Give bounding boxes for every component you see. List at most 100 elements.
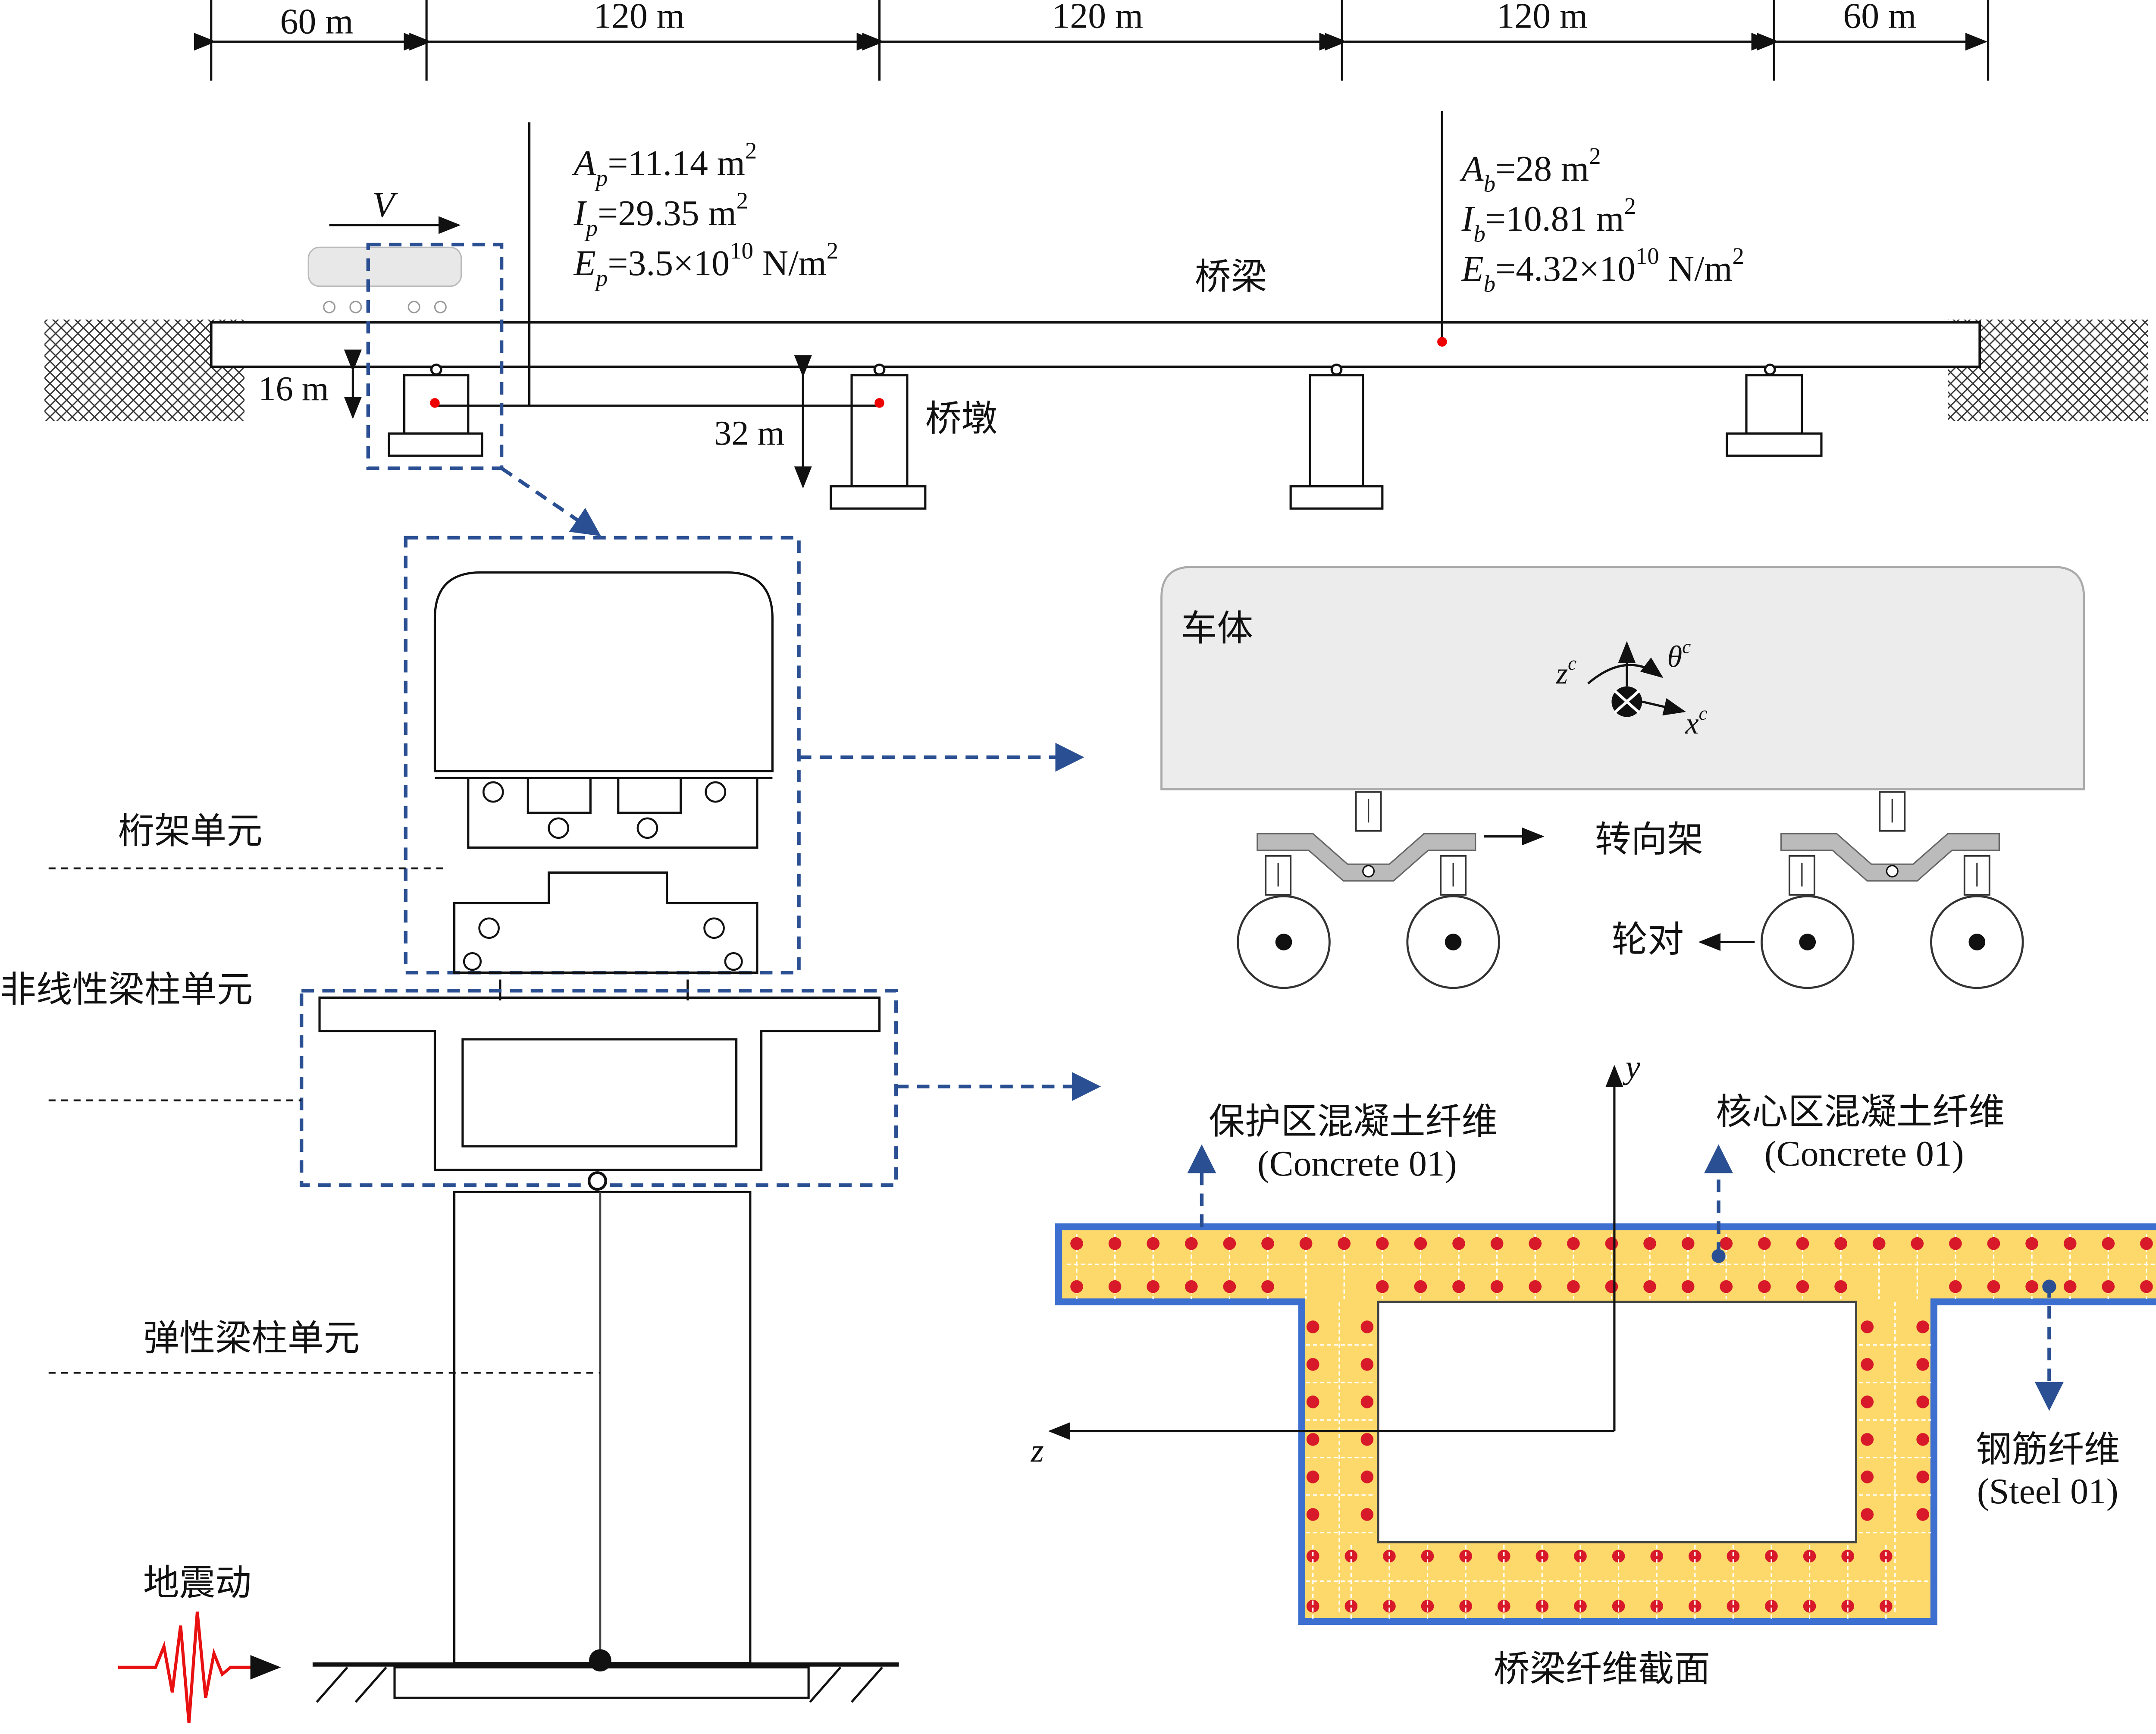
velocity-label: V	[372, 185, 398, 225]
span-label: 120 m	[593, 0, 685, 36]
property-formula: Ep=3.5×1010 N/m2	[573, 237, 839, 291]
rebar-fiber	[1536, 1599, 1549, 1613]
rebar-fiber	[1070, 1237, 1083, 1250]
rebar-fiber	[1306, 1433, 1319, 1446]
bogies	[1237, 791, 2024, 989]
rebar-fiber	[1306, 1599, 1319, 1613]
deck-cell	[461, 1038, 738, 1148]
rebar-fiber	[1861, 1395, 1874, 1408]
rebar-fiber	[1360, 1471, 1374, 1483]
elastic-element-label: 弹性梁柱单元	[143, 1317, 360, 1359]
rebar-fiber	[1261, 1280, 1274, 1293]
rebar-fiber	[1605, 1237, 1618, 1250]
rebar-fiber	[1916, 1395, 1929, 1408]
rebar-fiber	[1452, 1237, 1465, 1250]
rebar-fiber	[1376, 1280, 1389, 1293]
rebar-fiber	[1803, 1599, 1816, 1613]
span-dimensions: 60 m 120 m 120 m 120 m 60 m	[194, 0, 1990, 81]
rebar-fiber	[1452, 1280, 1465, 1293]
rebar-fiber	[1567, 1280, 1580, 1293]
seismic-label: 地震动	[143, 1562, 251, 1604]
property-formula: Ib=10.81 m2	[1461, 193, 1636, 247]
rebar-fiber	[1306, 1471, 1319, 1483]
bogie	[1761, 791, 2024, 989]
cover-concrete-label: 保护区混凝土纤维	[1209, 1100, 1498, 1142]
rebar-fiber	[1650, 1599, 1663, 1613]
rebar-fiber	[1916, 1433, 1929, 1446]
nonlinear-element-label: 非线性梁柱单元	[0, 968, 253, 1010]
bridge-label: 桥梁	[1195, 255, 1267, 298]
rebar-fiber	[1841, 1599, 1854, 1613]
rebar-fiber	[1861, 1508, 1874, 1521]
rebar-fiber	[1383, 1599, 1396, 1613]
pier-footing	[393, 1666, 810, 1699]
rebar-fiber	[1720, 1280, 1733, 1293]
rebar-fiber	[1306, 1320, 1319, 1333]
rebar-fiber	[1949, 1280, 1962, 1293]
rebar-fiber	[1879, 1599, 1893, 1613]
rebar-fiber	[1861, 1471, 1874, 1483]
rebar-fiber	[2063, 1280, 2077, 1293]
rebar-fiber	[1360, 1508, 1374, 1521]
property-formula: Ab=28 m2	[1459, 143, 1601, 197]
span-label: 120 m	[1496, 0, 1588, 36]
rebar-fiber	[1612, 1599, 1625, 1613]
rebar-fiber	[1147, 1280, 1160, 1293]
rebar-fiber	[1681, 1280, 1695, 1293]
pier-column	[453, 1191, 752, 1665]
rebar-fiber	[1916, 1508, 1929, 1521]
rebar-fiber	[1344, 1599, 1358, 1613]
rebar-fiber	[2025, 1280, 2038, 1293]
car-body-label: 车体	[1181, 607, 1253, 649]
rebar-fiber	[1949, 1237, 1962, 1250]
rebar-fiber	[2140, 1280, 2153, 1293]
rebar-fiber	[1376, 1237, 1389, 1250]
rebar-fiber	[1306, 1508, 1319, 1521]
rebar-fiber	[1681, 1237, 1695, 1250]
rebar-fiber	[1916, 1358, 1929, 1371]
property-formula: Ip=29.35 m2	[573, 187, 749, 241]
piers	[388, 364, 1823, 510]
pier-node	[874, 398, 884, 408]
rebar-fiber	[1720, 1237, 1733, 1250]
z-axis-label: z	[1031, 1432, 1044, 1469]
rebar-fiber	[1185, 1237, 1198, 1250]
section-void	[1377, 1301, 1857, 1543]
svg-text:zc: zc	[1556, 652, 1577, 690]
rebar-fiber	[2025, 1237, 2038, 1250]
seismic-wave-icon	[118, 1612, 281, 1723]
rebar-fiber	[1414, 1237, 1427, 1250]
rebar-fiber	[1834, 1237, 1847, 1250]
train-icon: V	[307, 185, 462, 314]
bogie-label: 转向架	[1595, 818, 1703, 860]
rebar-fiber	[1758, 1237, 1771, 1250]
rebar-fiber	[1916, 1320, 1929, 1333]
rebar-fiber	[1529, 1237, 1542, 1250]
rebar-fiber	[1108, 1237, 1122, 1250]
truss-element-label: 桁架单元	[118, 810, 263, 852]
fiber-section: y z 保护区混凝土纤维 (Concrete 01) 核心区混凝土纤维 (Con…	[1031, 1048, 2156, 1690]
ground-right	[1948, 320, 2148, 421]
rebar-fiber	[1261, 1237, 1274, 1250]
steel-label: 钢筋纤维	[1976, 1428, 2120, 1470]
rebar-fiber	[1765, 1599, 1778, 1613]
steel-material: (Steel 01)	[1977, 1471, 2118, 1511]
rebar-fiber	[1529, 1280, 1542, 1293]
rebar-fiber	[1643, 1280, 1656, 1293]
rebar-fiber	[1574, 1599, 1587, 1613]
rebar-fiber	[1490, 1237, 1504, 1250]
bogie	[1237, 791, 1500, 989]
rebar-fiber	[1360, 1395, 1374, 1408]
rebar-fiber	[1421, 1599, 1434, 1613]
rebar-fiber	[1643, 1237, 1656, 1250]
rebar-fiber	[1299, 1237, 1313, 1250]
rebar-fiber	[1834, 1280, 1847, 1293]
rebar-fiber	[1861, 1320, 1874, 1333]
rebar-fiber	[1567, 1237, 1580, 1250]
rebar-fiber	[1306, 1358, 1319, 1371]
car-dof-icon: zc θc xc	[1556, 636, 1708, 740]
